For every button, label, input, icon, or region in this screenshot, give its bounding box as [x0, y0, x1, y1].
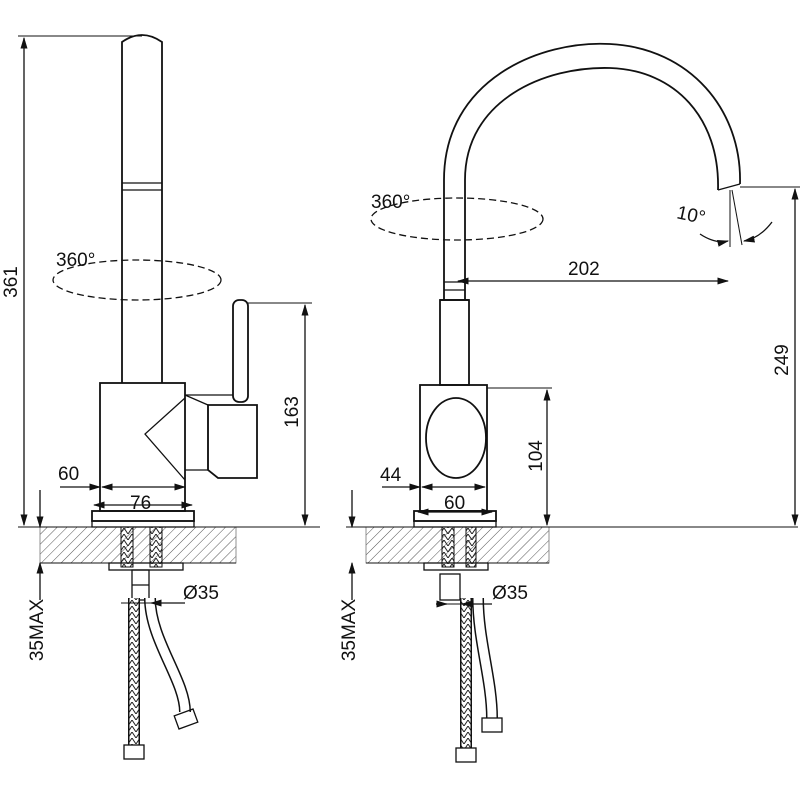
- left-base-outer-label: 76: [130, 493, 151, 514]
- right-dimension-202: 202: [456, 259, 730, 285]
- right-handle-knob: [425, 397, 487, 479]
- right-body-height-label: 104: [526, 440, 547, 472]
- left-height-total-label: 361: [1, 266, 22, 298]
- left-dimension-163: 163: [248, 302, 312, 527]
- right-spout-angle-label: 10°: [675, 202, 707, 229]
- right-dimension-angle: 10°: [675, 189, 773, 247]
- right-rotation-indicator: 360°: [370, 192, 544, 241]
- right-dimension-249: 249: [740, 186, 800, 527]
- right-mounting-studs: [423, 526, 489, 601]
- right-countertop-section: [365, 526, 550, 564]
- right-rotation-label: 360°: [371, 192, 410, 213]
- left-rotation-label: 360°: [56, 250, 95, 271]
- right-handle-inner-label: 44: [380, 465, 402, 486]
- left-dimension-35max: 35MAX: [27, 490, 48, 661]
- left-view: 361 360° 163 60 76 Ø35: [1, 34, 320, 760]
- right-dimension-104: 104: [487, 387, 552, 527]
- right-dimension-diameter: Ø35: [436, 583, 528, 608]
- right-flexible-hoses: [455, 597, 503, 763]
- left-dimension-base: 60 76: [58, 464, 194, 514]
- left-countertop-section: [39, 526, 237, 564]
- left-flexible-hoses: [123, 597, 199, 760]
- left-rotation-indicator: 360°: [52, 250, 222, 301]
- right-dimension-base: 44 60: [380, 465, 494, 516]
- left-dimension-diameter: Ø35: [121, 583, 219, 607]
- left-hose-diameter-label: Ø35: [183, 583, 219, 604]
- left-dimension-361: 361: [1, 35, 142, 527]
- right-base-width-label: 60: [444, 493, 465, 514]
- right-spout-reach-label: 202: [568, 259, 600, 280]
- left-faucet-body: [99, 299, 258, 512]
- left-base-inner-label: 60: [58, 464, 79, 485]
- right-dimension-35max: 35MAX: [339, 490, 360, 661]
- right-hose-diameter-label: Ø35: [492, 583, 528, 604]
- left-mounting-studs: [108, 526, 184, 601]
- right-view: 360° 10° 202 249 104: [339, 42, 800, 763]
- right-max-mount-label: 35MAX: [339, 599, 360, 662]
- right-spout-height-label: 249: [772, 344, 793, 376]
- left-handle-height-label: 163: [282, 396, 303, 428]
- left-spout-column: [121, 34, 163, 383]
- left-max-mount-label: 35MAX: [27, 599, 48, 662]
